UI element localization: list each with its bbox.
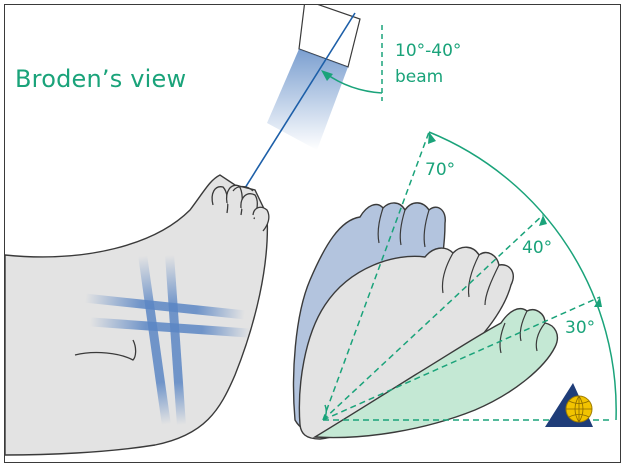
- beam-angle-range-label: 10°-40°: [395, 41, 461, 61]
- diagram-title: Broden’s view: [15, 65, 186, 93]
- angle-label-30: 30°: [565, 318, 595, 338]
- angle-label-70: 70°: [425, 160, 455, 180]
- angle-label-40: 40°: [522, 238, 552, 258]
- globe-triangle-logo-icon: [545, 383, 593, 427]
- xray-tube: [245, 5, 360, 188]
- beam-label: beam: [395, 67, 443, 87]
- figure-frame: Broden’s view 10°-40° beam 70° 40° 30°: [4, 4, 621, 463]
- lateral-foot: [5, 175, 269, 455]
